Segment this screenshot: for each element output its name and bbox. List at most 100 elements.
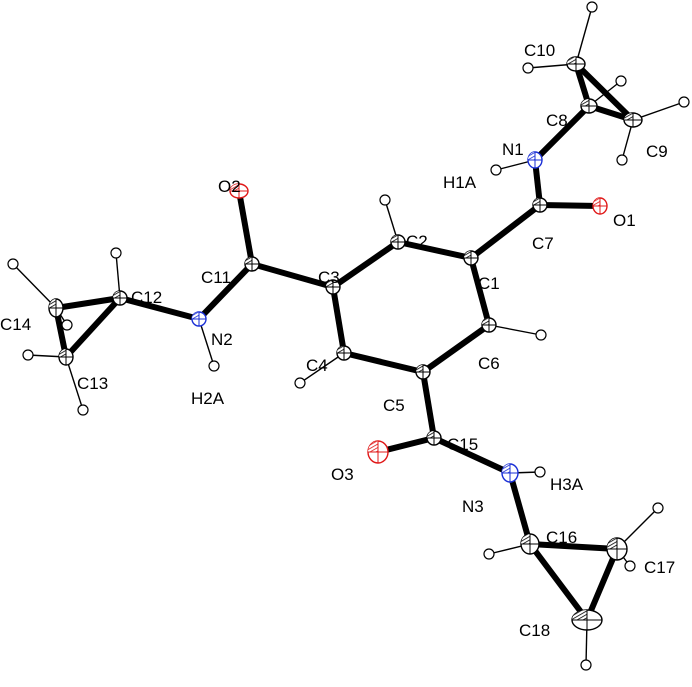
label-c1: C1: [478, 274, 500, 293]
atom-h17a: [652, 502, 664, 514]
bond-C6-H6: [488, 324, 542, 336]
atom-c16: [520, 533, 540, 555]
label-c14: C14: [0, 315, 31, 334]
atom-c12: [112, 290, 128, 306]
label-c15: C15: [447, 435, 478, 454]
atom-h14a: [7, 258, 19, 270]
atom-o2: [229, 183, 249, 199]
bond-C11-N2: [196, 261, 255, 322]
atom-n1: [527, 151, 543, 169]
label-c5: C5: [383, 396, 405, 415]
bond-C13-H13B: [65, 356, 84, 411]
atom-n2: [191, 311, 207, 327]
label-n1: N1: [502, 140, 524, 159]
atom-h3a: [534, 466, 546, 478]
bond-C5-C15: [420, 371, 437, 439]
atom-h18a: [580, 659, 592, 671]
label-h3a: H3A: [550, 475, 584, 494]
bond-C9-C10: [573, 61, 636, 123]
label-c11: C11: [201, 268, 231, 287]
bond-C3-C4: [330, 286, 347, 354]
label-c16: C16: [546, 528, 577, 547]
bond-C10-H10A: [575, 6, 593, 65]
label-c10: C10: [524, 41, 555, 60]
atom-c6: [481, 317, 497, 333]
bond-N2-C12: [119, 295, 200, 322]
atoms: [7, 1, 690, 671]
atom-o1: [592, 197, 608, 215]
atom-c15: [426, 430, 442, 446]
atom-c18: [571, 609, 603, 631]
atom-n3: [501, 463, 519, 483]
atom-o3: [367, 440, 389, 464]
atom-c10: [566, 56, 586, 72]
atom-h13b: [77, 404, 89, 416]
label-c17: C17: [644, 558, 675, 577]
atom-h9b: [616, 154, 628, 166]
atom-h8: [615, 75, 627, 87]
atom-c13: [58, 348, 74, 366]
label-c2: C2: [406, 232, 428, 251]
label-c7: C7: [532, 234, 554, 253]
label-c12: C12: [131, 288, 162, 307]
atom-h10a: [586, 1, 598, 13]
atom-h10b: [522, 62, 534, 74]
label-o1: O1: [613, 211, 636, 230]
bond-C15-N3: [432, 435, 512, 476]
bond-C7-O1: [539, 202, 601, 209]
bond-C2-C3: [331, 239, 400, 290]
bond-C4-H4: [299, 352, 345, 384]
atom-c1: [463, 250, 479, 266]
atom-h9a: [678, 96, 690, 108]
label-c18: C18: [519, 621, 550, 640]
atom-c11: [244, 256, 260, 272]
atom-c9: [623, 112, 643, 128]
bond-N1-C8: [532, 103, 592, 163]
atom-h17b: [624, 560, 636, 572]
label-n2: N2: [211, 330, 233, 349]
label-n3: N3: [462, 497, 484, 516]
atom-h13a: [22, 349, 34, 361]
label-c9: C9: [646, 142, 668, 161]
atom-c14: [48, 298, 64, 318]
label-c6: C6: [478, 354, 500, 373]
heavy-atom-bonds: [53, 61, 636, 622]
bond-C1-C7: [469, 202, 542, 261]
bond-C5-C6: [421, 322, 491, 375]
bond-C12-C13: [63, 295, 123, 360]
atom-c2: [390, 234, 406, 250]
atom-c3: [325, 279, 341, 295]
atom-h1a: [490, 164, 502, 176]
bond-C16-C18: [527, 542, 590, 622]
atom-c8: [580, 98, 598, 114]
bond-N3-C16: [507, 472, 533, 545]
bond-C6-C1: [468, 257, 492, 326]
label-h1a: H1A: [443, 173, 477, 192]
atom-h12: [110, 247, 122, 259]
atom-c5: [415, 364, 431, 380]
atom-h4: [294, 377, 306, 389]
bond-C3-C11: [251, 261, 334, 290]
label-c8: C8: [546, 111, 568, 130]
bond-C4-C5: [343, 350, 424, 375]
label-o3: O3: [331, 465, 354, 484]
bond-C14-H14A: [12, 263, 57, 309]
atom-h6: [535, 329, 547, 341]
atom-h14b: [61, 319, 73, 331]
bond-C1-C2: [397, 239, 472, 261]
bond-C12-C14: [55, 295, 121, 311]
atom-c4: [336, 345, 352, 361]
atom-h2: [379, 194, 391, 206]
label-c13: C13: [77, 374, 108, 393]
atom-c17: [606, 537, 628, 561]
label-c3: C3: [318, 268, 340, 287]
label-h2a: H2A: [191, 389, 225, 408]
bond-C11-O2: [236, 190, 255, 265]
atom-h2a: [208, 360, 220, 372]
atom-h16: [483, 548, 495, 560]
atom-c7: [532, 197, 548, 213]
label-c4: C4: [306, 356, 328, 375]
bond-C17-C18: [584, 547, 620, 622]
